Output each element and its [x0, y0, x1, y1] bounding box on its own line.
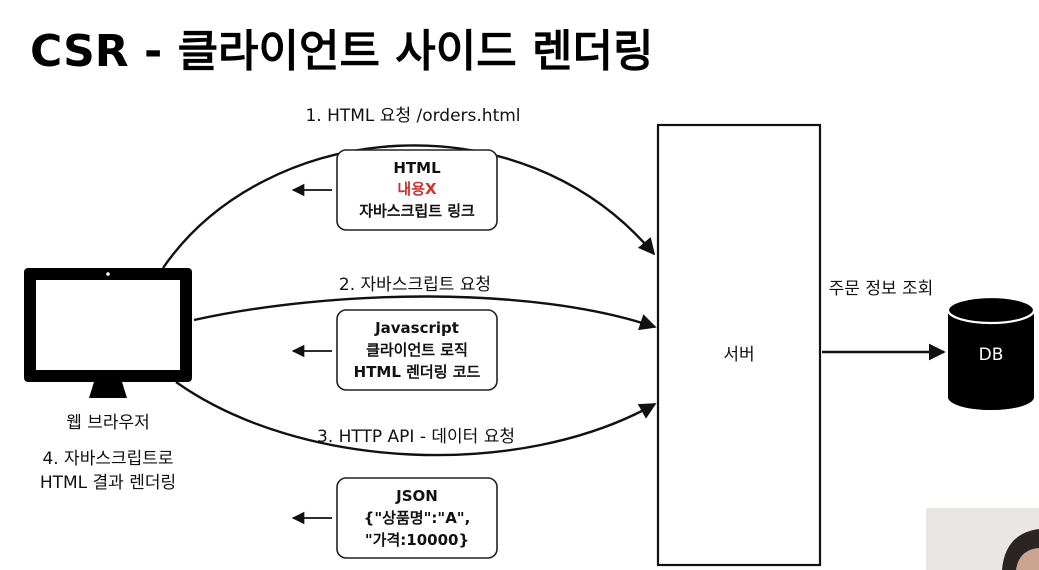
- monitor-icon: [24, 268, 192, 398]
- response-2-line-3: HTML 렌더링 코드: [354, 363, 481, 381]
- response-2-line-2: 클라이언트 로직: [366, 341, 468, 359]
- request-label-2: 2. 자바스크립트 요청: [339, 275, 491, 295]
- client-note-line2: HTML 결과 렌더링: [40, 473, 176, 493]
- request-label-3: 3. HTTP API - 데이터 요청: [317, 427, 515, 447]
- response-1-line-1: HTML: [393, 159, 441, 177]
- response-3-line-1: JSON: [395, 487, 438, 505]
- response-1-line-2: 내용X: [397, 180, 437, 198]
- response-3-line-2: {"상품명":"A",: [364, 509, 471, 527]
- client-note-line1: 4. 자바스크립트로: [42, 449, 173, 469]
- response-1-line-3: 자바스크립트 링크: [359, 202, 475, 220]
- webcam-overlay: [926, 508, 1039, 570]
- request-label-1: 1. HTML 요청 /orders.html: [305, 106, 520, 126]
- slide-title: CSR - 클라이언트 사이드 렌더링: [30, 26, 654, 77]
- browser-label: 웹 브라우저: [66, 413, 150, 433]
- response-2-line-1: Javascript: [374, 319, 459, 337]
- server-label: 서버: [723, 345, 754, 365]
- db-label: DB: [979, 345, 1004, 365]
- response-3-line-3: "가격:10000}: [365, 531, 469, 549]
- db-query-label: 주문 정보 조회: [829, 279, 934, 299]
